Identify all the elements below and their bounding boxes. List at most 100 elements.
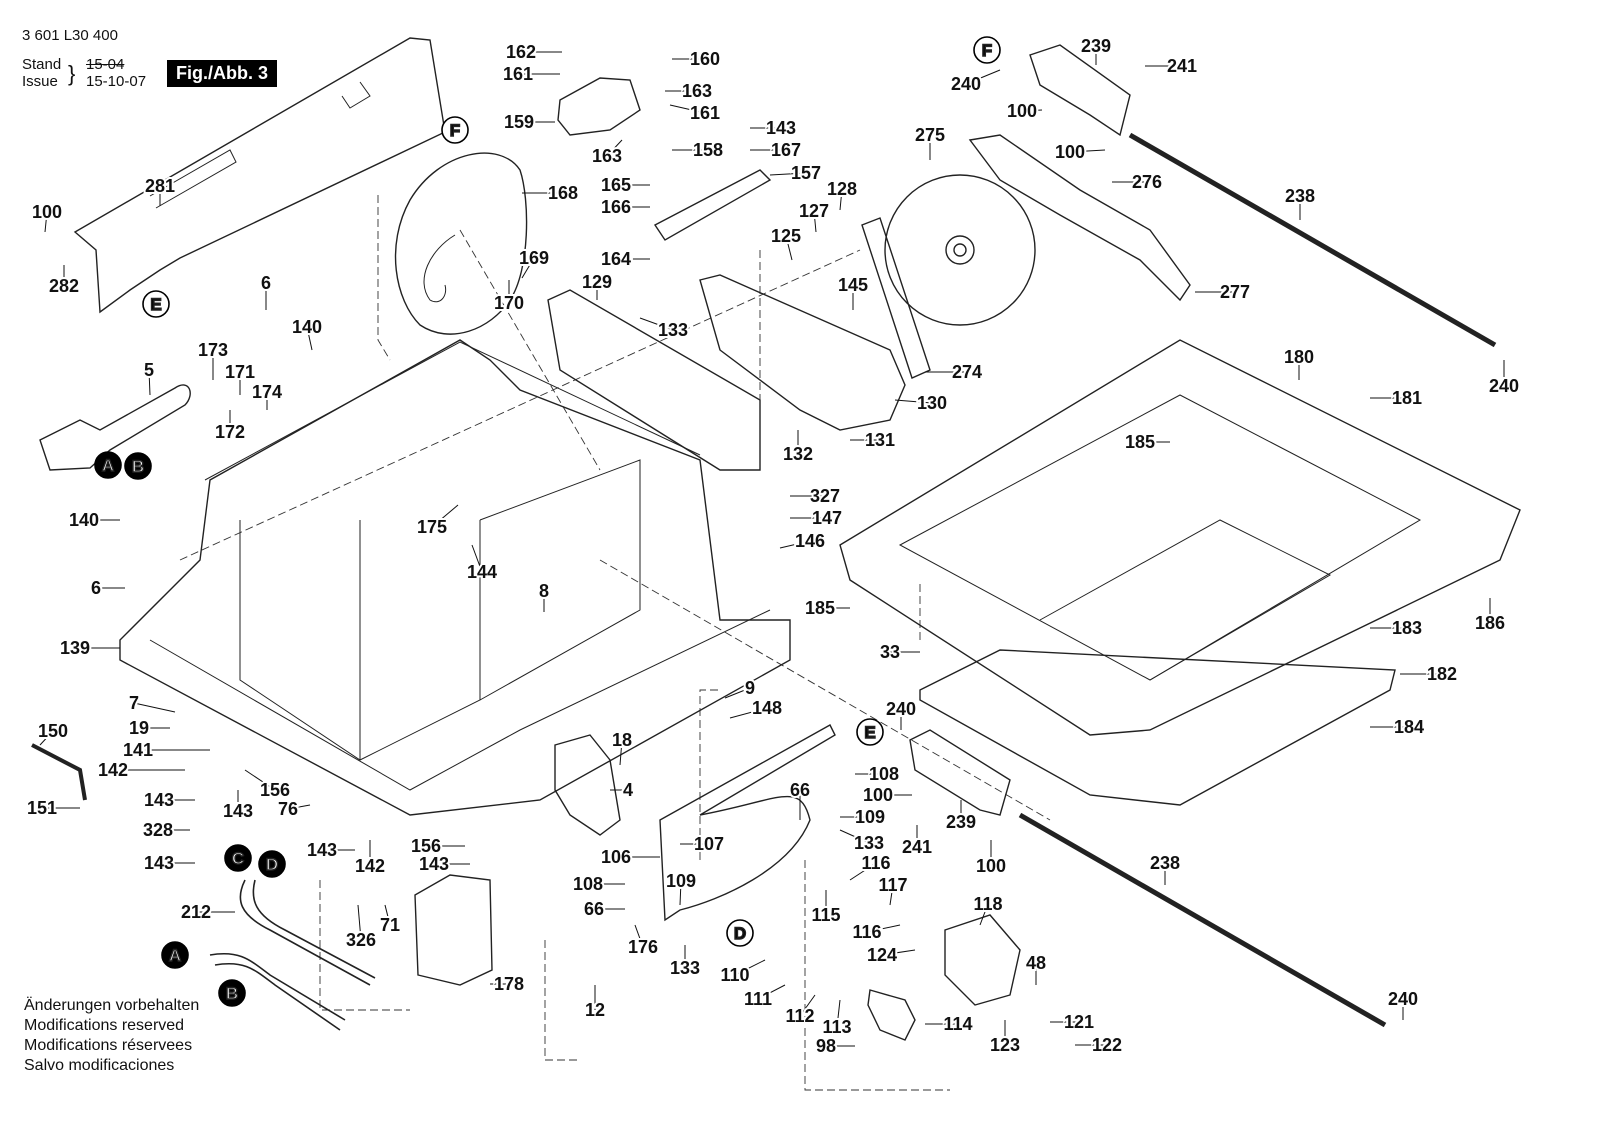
part-number-label: 143 (223, 801, 253, 821)
part-number-label: 125 (771, 226, 801, 246)
part-number-label: 76 (278, 799, 298, 819)
leader-line (813, 210, 817, 233)
part-number-label: 122 (1092, 1035, 1122, 1055)
leader-line (244, 769, 276, 791)
leader-line (1021, 109, 1043, 112)
part-number-label: 240 (1489, 376, 1519, 396)
leader-line (894, 399, 933, 404)
part-number-label: 9 (745, 678, 755, 698)
leader-line (769, 172, 807, 176)
issue-label: Issue (22, 73, 58, 90)
part-number-label: 100 (32, 202, 62, 222)
leader-line (634, 924, 644, 948)
leader-line (889, 884, 894, 906)
part-number-label: 277 (1220, 282, 1250, 302)
leader-line (39, 730, 54, 746)
part-number-label: 131 (865, 430, 895, 450)
part-number-label: 143 (307, 840, 337, 860)
bottom-plate-182 (919, 649, 1396, 806)
part-number-label: 145 (838, 275, 868, 295)
part-number-label: 176 (628, 937, 658, 957)
connector-circle (224, 844, 252, 872)
part-number-label: 111 (744, 989, 772, 1009)
part-number-label: 109 (855, 807, 885, 827)
figure-badge: Fig./Abb. 3 (167, 60, 277, 87)
connector-circle (142, 290, 170, 318)
bracket-239-lower (909, 729, 1011, 816)
part-number-label: 116 (852, 922, 881, 942)
part-number-label: 241 (1167, 56, 1197, 76)
part-number-label: 116 (861, 853, 890, 873)
part-number-label: 165 (601, 175, 631, 195)
part-number-label: 114 (943, 1014, 972, 1034)
leader-line (979, 903, 989, 926)
table-top-180 (839, 339, 1521, 736)
part-number-label: 170 (494, 293, 524, 313)
part-number-label: 6 (91, 578, 101, 598)
leader-line (619, 739, 623, 766)
part-number-label: 142 (98, 760, 128, 780)
stand-label: Stand (22, 56, 62, 73)
note-line: Modifications reserved (24, 1017, 185, 1034)
leader-line (866, 924, 901, 933)
callout-layer: 4566789121819334866667176981001001001001… (25, 34, 1521, 1058)
leader-line (1069, 149, 1106, 153)
part-number-label: 274 (952, 362, 982, 382)
part-number-label: 129 (582, 272, 612, 292)
part-number-label: 164 (601, 249, 631, 269)
bracket-239-upper (1029, 44, 1131, 137)
leader-line (965, 69, 1001, 85)
part-number-label: 240 (951, 74, 981, 94)
part-number-label: 33 (880, 642, 900, 662)
part-number-label: 4 (623, 780, 633, 800)
leader-line (287, 804, 311, 810)
part-number-label: 166 (601, 197, 631, 217)
connector-letter: D (266, 855, 278, 874)
part-number-label: 169 (519, 248, 549, 268)
part-number-label: 160 (690, 49, 720, 69)
part-number-label: 185 (805, 598, 835, 618)
note-line: Salvo modificaciones (24, 1057, 175, 1074)
part-number-label: 326 (346, 930, 376, 950)
connector-circle (726, 919, 754, 947)
part-number-label: 178 (494, 974, 524, 994)
leader-line (729, 707, 768, 719)
part-number-label: 123 (990, 1035, 1020, 1055)
part-number-label: 133 (854, 833, 884, 853)
connector-letter: F (450, 121, 460, 140)
connector-letter: A (169, 946, 181, 965)
connector-circle (218, 979, 246, 1007)
part-number-label: 158 (693, 140, 723, 160)
part-number-label: 156 (411, 836, 441, 856)
part-number-label: 184 (1394, 717, 1424, 737)
housing-129 (547, 289, 761, 471)
leader-line (779, 540, 811, 549)
part-number-label: 328 (143, 820, 173, 840)
wire-ab (209, 952, 346, 1021)
part-number-label: 282 (49, 276, 79, 296)
leader-line (148, 369, 151, 396)
part-number-label: 142 (355, 856, 385, 876)
part-number-label: 167 (771, 140, 801, 160)
connector-letter: E (150, 295, 161, 314)
knob-114 (867, 989, 916, 1041)
part-number-label: 156 (260, 780, 290, 800)
part-number-label: 107 (694, 834, 724, 854)
part-number-label: 185 (1125, 432, 1155, 452)
leader-line (679, 880, 682, 906)
leader-line (384, 904, 391, 926)
part-number-label: 12 (585, 1000, 605, 1020)
connector-circle (94, 451, 122, 479)
part-number-label: 172 (215, 422, 245, 442)
part-number-label: 161 (503, 64, 533, 84)
part-number-label: 162 (506, 42, 536, 62)
part-number-label: 143 (144, 853, 174, 873)
part-number-label: 168 (548, 183, 578, 203)
part-number-label: 100 (976, 856, 1006, 876)
part-number-label: 161 (690, 103, 720, 123)
connector-letter: C (232, 849, 244, 868)
part-number-label: 238 (1150, 853, 1180, 873)
part-number-label: 71 (380, 915, 400, 935)
guide-lines (179, 195, 1051, 1091)
